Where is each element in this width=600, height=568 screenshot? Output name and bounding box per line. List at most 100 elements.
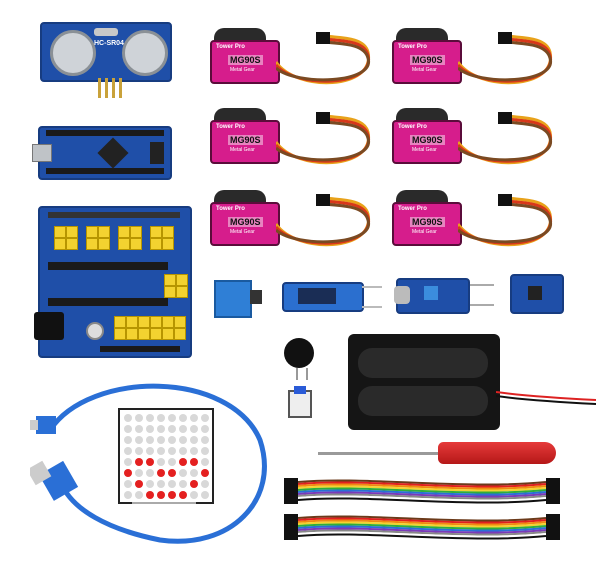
led-dot [135,458,143,466]
servo-wire [458,32,552,85]
led-dot [168,425,176,433]
icsp-header [150,142,164,164]
bluetooth-module [282,282,364,312]
led-dot [168,491,176,499]
push-button [288,386,312,418]
led-dot [201,436,209,444]
ultrasonic-label: HC-SR04 [94,40,124,47]
led-dot [179,414,187,422]
servo-model: MG90S [228,135,263,145]
dupont-cable-lower [284,514,560,540]
led-dot [124,469,132,477]
led-dot [168,436,176,444]
led-dot [201,447,209,455]
led-dot [157,436,165,444]
led-dot [124,414,132,422]
led-dot [135,425,143,433]
servo-sub: Metal Gear [230,67,255,73]
servo-model: MG90S [228,217,263,227]
led-dot [190,414,198,422]
led-dot [146,447,154,455]
dc-jack [34,312,64,340]
led-grid [124,414,209,499]
led-dot [135,436,143,444]
transducer-left [50,30,96,76]
led-dot [146,491,154,499]
servo-brand: Tower Pro [398,124,427,130]
led-dot [190,436,198,444]
led-dot [190,447,198,455]
ultrasonic-sensor: HC-SR04 [40,22,172,82]
led-dot [179,491,187,499]
sensor-shield-board [34,206,192,358]
led-dot [135,480,143,488]
led-dot [157,447,165,455]
sound-sensor-module [394,278,470,314]
ultrasonic-pins [96,78,122,100]
servo-wire [276,194,370,247]
led-dot [179,436,187,444]
led-dot [168,458,176,466]
servo-sub: Metal Gear [230,147,255,153]
servo-model: MG90S [410,217,445,227]
servo-sub: Metal Gear [412,67,437,73]
led-dot [146,480,154,488]
led-dot [168,414,176,422]
led-dot [168,480,176,488]
bluetooth-pins [362,286,382,308]
led-dot [168,469,176,477]
led-dot [146,414,154,422]
servo-brand: Tower Pro [216,44,245,50]
dupont-cable-upper [284,478,560,504]
servo-wire [458,112,552,165]
led-dot [124,425,132,433]
led-dot [179,447,187,455]
led-dot [157,458,165,466]
sound-sensor-pins [470,284,494,306]
servo-brand: Tower Pro [398,44,427,50]
moisture-sensor-module [214,280,252,318]
moisture-sensor-pins [250,290,262,304]
reset-button [86,322,104,340]
servo-brand: Tower Pro [216,206,245,212]
servo-sub: Metal Gear [412,147,437,153]
servo-model: MG90S [410,135,445,145]
led-dot [157,425,165,433]
screwdriver-handle [438,442,556,464]
led-dot [135,447,143,455]
led-dot [135,414,143,422]
led-dot [124,458,132,466]
led-dot [168,447,176,455]
gyro-module [510,274,564,314]
led-dot [190,425,198,433]
led-dot [201,425,209,433]
led-dot [179,469,187,477]
led-dot [146,436,154,444]
led-dot [146,469,154,477]
buzzer [284,338,314,368]
led-dot [201,458,209,466]
led-dot [179,458,187,466]
servo-brand: Tower Pro [398,206,427,212]
transducer-right [122,30,168,76]
led-dot [190,480,198,488]
led-matrix-pins [132,502,196,514]
led-dot [124,436,132,444]
servo-model: MG90S [228,55,263,65]
servo-wire [276,112,370,165]
led-dot [135,491,143,499]
led-dot [179,480,187,488]
led-dot [157,469,165,477]
led-dot [179,425,187,433]
led-dot [135,469,143,477]
led-dot [190,491,198,499]
led-dot [146,425,154,433]
led-dot [157,491,165,499]
arduino-nano-board [32,126,172,180]
servo-brand: Tower Pro [216,124,245,130]
